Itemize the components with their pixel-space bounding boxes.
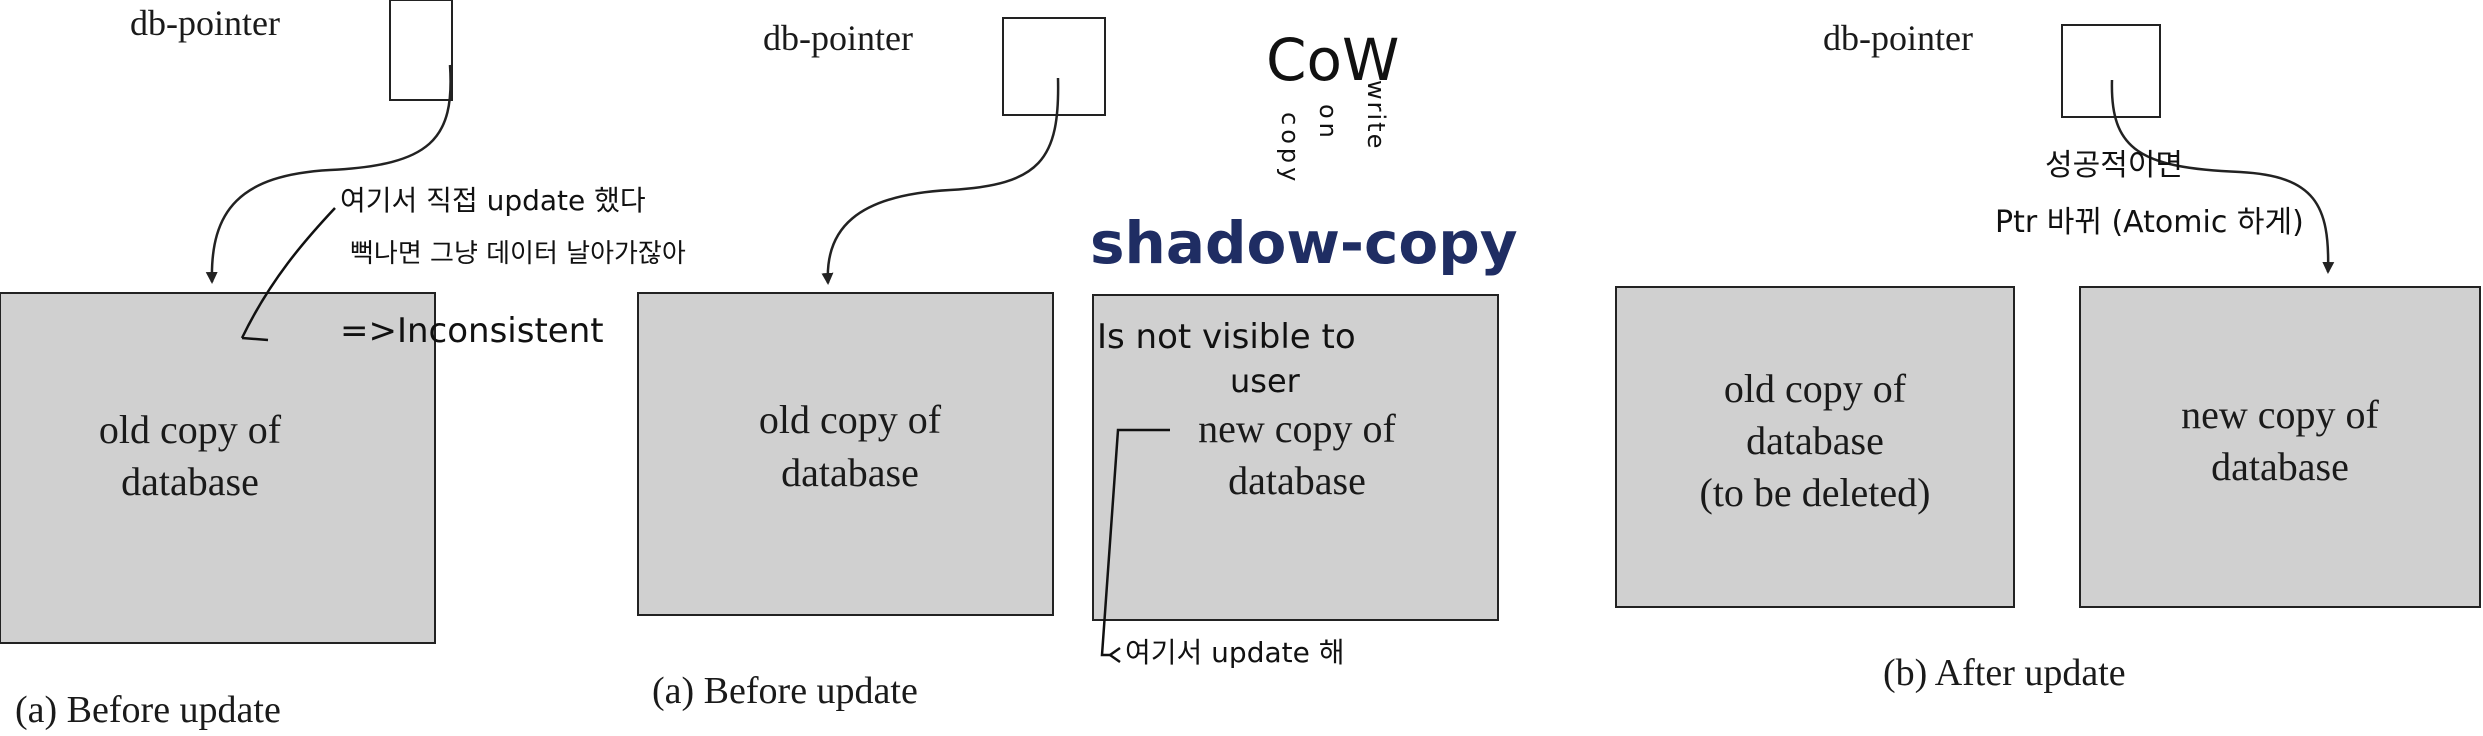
old-database-box — [637, 292, 1054, 616]
cow-copy-vertical: copy — [1276, 112, 1304, 185]
new-database-box — [2079, 286, 2481, 608]
cow-write-vertical: write — [1362, 80, 1390, 150]
db-pointer-box — [2061, 24, 2161, 118]
caption: (b) After update — [1883, 652, 2126, 694]
old-database-label-line2: database — [781, 450, 919, 495]
old-database-label-line1: old copy of — [1724, 366, 1907, 411]
cow-on-vertical: on — [1314, 104, 1342, 142]
update-here-note: 여기서 update 해 — [1125, 636, 1345, 669]
panel-2-before-update: db-pointer old copy of database CoW copy… — [637, 17, 1518, 712]
db-pointer-box — [1002, 17, 1106, 116]
db-pointer-box — [389, 0, 453, 101]
shadow-copy-title: shadow-copy — [1090, 209, 1518, 277]
old-database-label-line2: database — [1746, 418, 1884, 463]
db-pointer-label: db-pointer — [1823, 18, 1973, 58]
old-database-label-line3: (to be deleted) — [1700, 470, 1931, 515]
new-database-label-line1: new copy of — [2181, 392, 2379, 437]
old-database-label-line1: old copy of — [99, 407, 282, 452]
pointer-arrow — [821, 77, 1060, 285]
annotation-line-3: =>Inconsistent — [340, 311, 604, 351]
db-pointer-label: db-pointer — [130, 3, 280, 43]
new-database-label-line1: new copy of — [1198, 406, 1396, 451]
old-database-label-line2: database — [121, 459, 259, 504]
cow-heading: CoW — [1266, 26, 1399, 94]
annotation-line-1: 여기서 직접 update 했다 — [340, 184, 646, 217]
update-here-bracket — [1100, 428, 1170, 657]
success-note-line2: Ptr 바뀌 (Atomic 하게) — [1995, 205, 2304, 240]
old-database-box — [1615, 286, 2015, 608]
update-here-arrow — [1109, 646, 1121, 664]
annotation-arrow — [240, 207, 336, 342]
new-database-label-line2: database — [1228, 458, 1366, 503]
not-visible-note-line2: user — [1230, 362, 1301, 400]
new-database-box — [1092, 294, 1499, 621]
panel-1-before-update: db-pointer old copy of database 여기서 직접 u… — [0, 0, 686, 731]
db-pointer-label: db-pointer — [763, 18, 913, 58]
pointer-arrow — [205, 64, 452, 284]
caption: (a) Before update — [652, 670, 918, 712]
not-visible-note-line1: Is not visible to — [1097, 317, 1356, 357]
pointer-arrow — [2110, 79, 2335, 274]
caption: (a) Before update — [15, 689, 281, 731]
old-database-label-line1: old copy of — [759, 397, 942, 442]
success-note-line1: 성공적이면 — [2045, 148, 2183, 183]
panel-3-after-update: db-pointer 성공적이면 Ptr 바뀌 (Atomic 하게) old … — [1615, 18, 2481, 694]
new-database-label-line2: database — [2211, 444, 2349, 489]
old-database-box — [0, 292, 436, 644]
annotation-line-2: 뻑나면 그냥 데이터 날아가잖아 — [350, 239, 686, 269]
